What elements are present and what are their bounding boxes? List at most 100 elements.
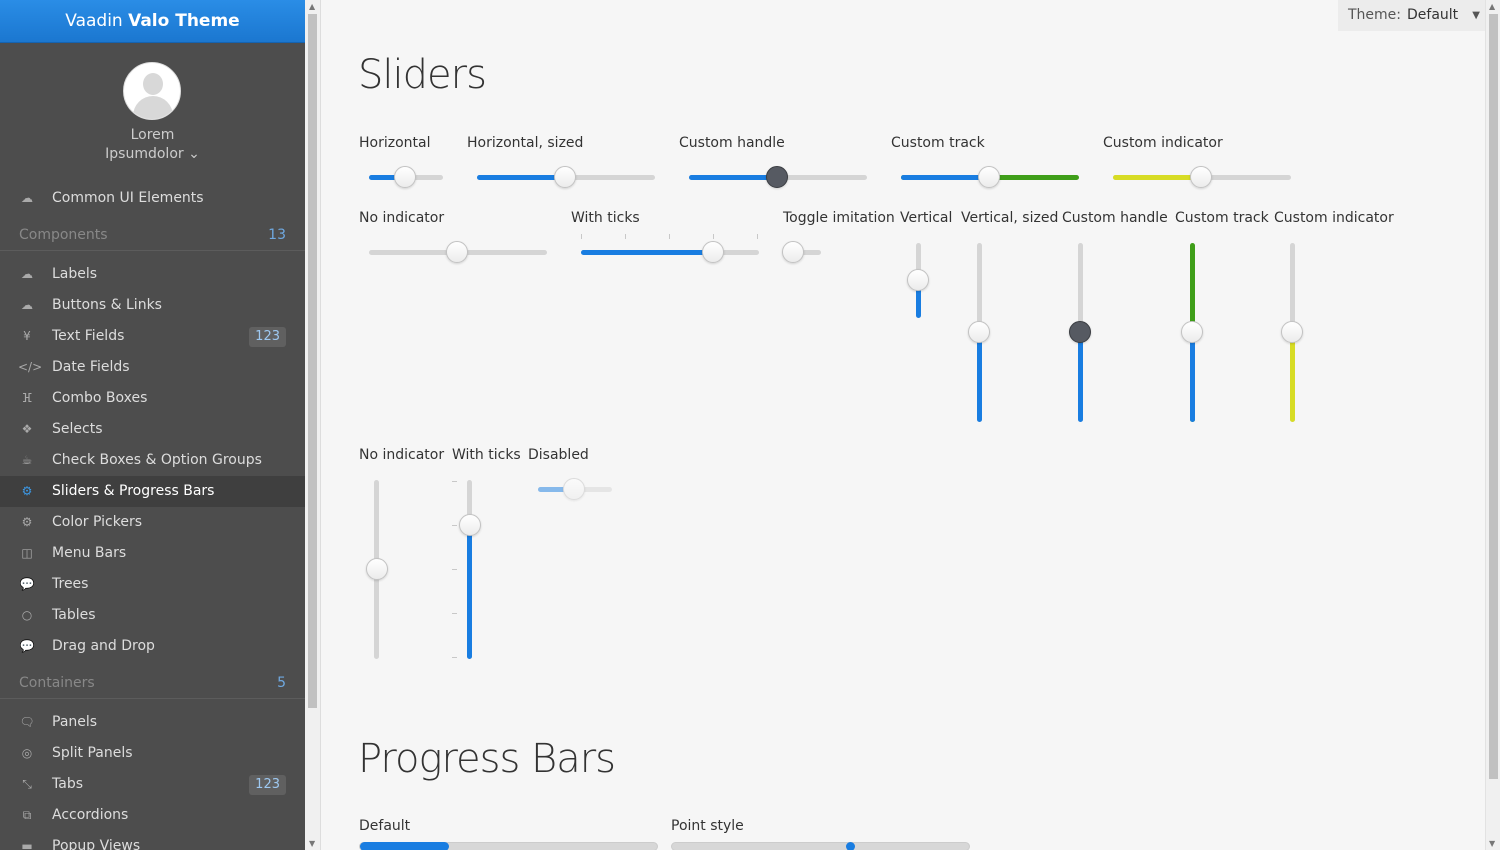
slider-caption: Vertical, sized: [961, 210, 1059, 226]
default-progress-bar: [359, 842, 658, 850]
scrollbar-thumb[interactable]: [1489, 14, 1498, 779]
cloud-download-icon: ☁: [21, 267, 33, 281]
menu-item-check-boxes[interactable]: ☕ Check Boxes & Option Groups: [0, 445, 305, 476]
menu-item-date-fields[interactable]: </> Date Fields: [0, 352, 305, 383]
theme-select[interactable]: Theme:Default▼: [1338, 0, 1485, 31]
scroll-down-arrow-icon[interactable]: ▼: [309, 839, 316, 848]
menu-item-label: Date Fields: [52, 359, 130, 375]
slider-handle[interactable]: [782, 241, 804, 263]
code-icon: </>: [18, 360, 43, 374]
slider-handle[interactable]: [366, 558, 388, 580]
menu-item-labels[interactable]: ☁ Labels: [0, 259, 305, 290]
category-label: Components: [19, 227, 108, 243]
brand-prefix: Vaadin: [65, 11, 123, 31]
branch-icon: ⴼ: [21, 391, 33, 405]
cloud-icon: ☁: [21, 191, 33, 205]
menu-item-popup-views[interactable]: ▬Popup Views: [0, 831, 305, 850]
slider-handle[interactable]: [459, 514, 481, 536]
menu-item-label: Split Panels: [52, 745, 133, 761]
scroll-up-arrow-icon[interactable]: ▲: [1489, 2, 1496, 11]
slider-handle[interactable]: [446, 241, 468, 263]
sidebar: Vaadin Valo Theme Lorem Ipsumdolor ⌄ ☁ Co…: [0, 0, 305, 850]
gears-icon: ⚙: [21, 515, 33, 529]
menu-item-label: Panels: [52, 714, 98, 730]
slider-handle[interactable]: [968, 321, 990, 343]
slider-caption: No indicator: [359, 210, 445, 226]
user-last-name[interactable]: Ipsumdolor ⌄: [105, 146, 200, 162]
slider-caption: Horizontal, sized: [467, 135, 584, 151]
comment-outline-icon: ○: [21, 608, 33, 622]
menu-item-tables[interactable]: ○Tables: [0, 600, 305, 631]
menu-item-drag-drop[interactable]: 💬Drag and Drop: [0, 631, 305, 662]
menu-item-label: Tabs: [52, 776, 83, 792]
point-style-progress-bar: [671, 842, 970, 850]
menu-item-menu-bars[interactable]: ◫ Menu Bars: [0, 538, 305, 569]
menu-item-label: Check Boxes & Option Groups: [52, 452, 262, 468]
menu-item-accordions[interactable]: ⧉Accordions: [0, 800, 305, 831]
menu-item-label: Labels: [52, 266, 98, 282]
sidebar-scrollbar[interactable]: ▲▼: [305, 0, 321, 850]
slider-handle[interactable]: [1181, 321, 1203, 343]
menu-item-label: Sliders & Progress Bars: [52, 483, 215, 499]
menu-item-buttons-links[interactable]: ☁Buttons & Links: [0, 290, 305, 321]
compress-icon: ⤡: [22, 777, 32, 791]
progress-point: [846, 842, 855, 850]
menu-item-label: Buttons & Links: [52, 297, 162, 313]
category-containers: Containers 5: [0, 668, 305, 699]
slider-caption: Custom track: [1175, 210, 1269, 226]
comments-outline-icon: 🗨: [19, 715, 35, 729]
slider-caption: Toggle imitation: [783, 210, 895, 226]
comments-icon: 💬: [19, 639, 35, 653]
menu-item-panels[interactable]: 🗨 Panels: [0, 707, 305, 738]
menu-item-sliders-progress[interactable]: ⚙ Sliders & Progress Bars: [0, 476, 305, 507]
menu-item-trees[interactable]: 💬Trees: [0, 569, 305, 600]
menu-item-tabs[interactable]: ⤡ Tabs 123: [0, 769, 305, 800]
user-menu[interactable]: Lorem Ipsumdolor ⌄: [0, 43, 305, 162]
app-brand[interactable]: Vaadin Valo Theme: [0, 0, 305, 43]
menu-item-label: Menu Bars: [52, 545, 127, 561]
slider-caption: Horizontal: [359, 135, 431, 151]
slider-handle[interactable]: [1281, 321, 1303, 343]
slider-handle[interactable]: [1190, 166, 1212, 188]
slider-handle[interactable]: [1069, 321, 1091, 343]
theme-label: Theme:: [1348, 7, 1402, 23]
menu-item-common-ui[interactable]: ☁ Common UI Elements: [0, 183, 305, 214]
menu-item-color-pickers[interactable]: ⚙ Color Pickers: [0, 507, 305, 538]
slider-handle: [563, 478, 585, 500]
slider-handle[interactable]: [766, 166, 788, 188]
menu-item-label: Common UI Elements: [52, 190, 204, 206]
slider-caption: Custom indicator: [1103, 135, 1223, 151]
menu-item-label: Color Pickers: [52, 514, 142, 530]
count-badge: 123: [249, 327, 286, 347]
category-label: Containers: [19, 675, 95, 691]
slider-handle[interactable]: [907, 269, 929, 291]
slider-handle[interactable]: [554, 166, 576, 188]
gear-icon: ⚙: [21, 484, 33, 498]
brand-name: Valo Theme: [128, 11, 240, 31]
category-count: 5: [277, 675, 286, 691]
slider-handle[interactable]: [394, 166, 416, 188]
slider-handle[interactable]: [978, 166, 1000, 188]
progress-caption: Default: [359, 818, 411, 834]
slider-handle[interactable]: [702, 241, 724, 263]
scroll-down-arrow-icon[interactable]: ▼: [1489, 839, 1496, 848]
slider-caption: No indicator: [359, 447, 445, 463]
dropdown-arrow-icon: ▼: [1472, 10, 1480, 21]
slider-caption: Custom handle: [679, 135, 785, 151]
scrollbar-thumb[interactable]: [308, 14, 317, 708]
avatar[interactable]: [123, 62, 181, 120]
coffee-icon: ☕: [21, 453, 33, 467]
menu-item-selects[interactable]: ❖Selects: [0, 414, 305, 445]
columns-icon: ◫: [21, 546, 33, 560]
slider-caption: With ticks: [571, 210, 640, 226]
content-scrollbar[interactable]: ▲▼: [1485, 0, 1500, 850]
menu-item-split-panels[interactable]: ◎Split Panels: [0, 738, 305, 769]
progress-fill: [360, 842, 449, 850]
count-badge: 123: [249, 775, 286, 795]
copy-icon: ⧉: [22, 808, 32, 822]
slider-caption: Vertical: [900, 210, 953, 226]
scroll-up-arrow-icon[interactable]: ▲: [309, 2, 316, 11]
